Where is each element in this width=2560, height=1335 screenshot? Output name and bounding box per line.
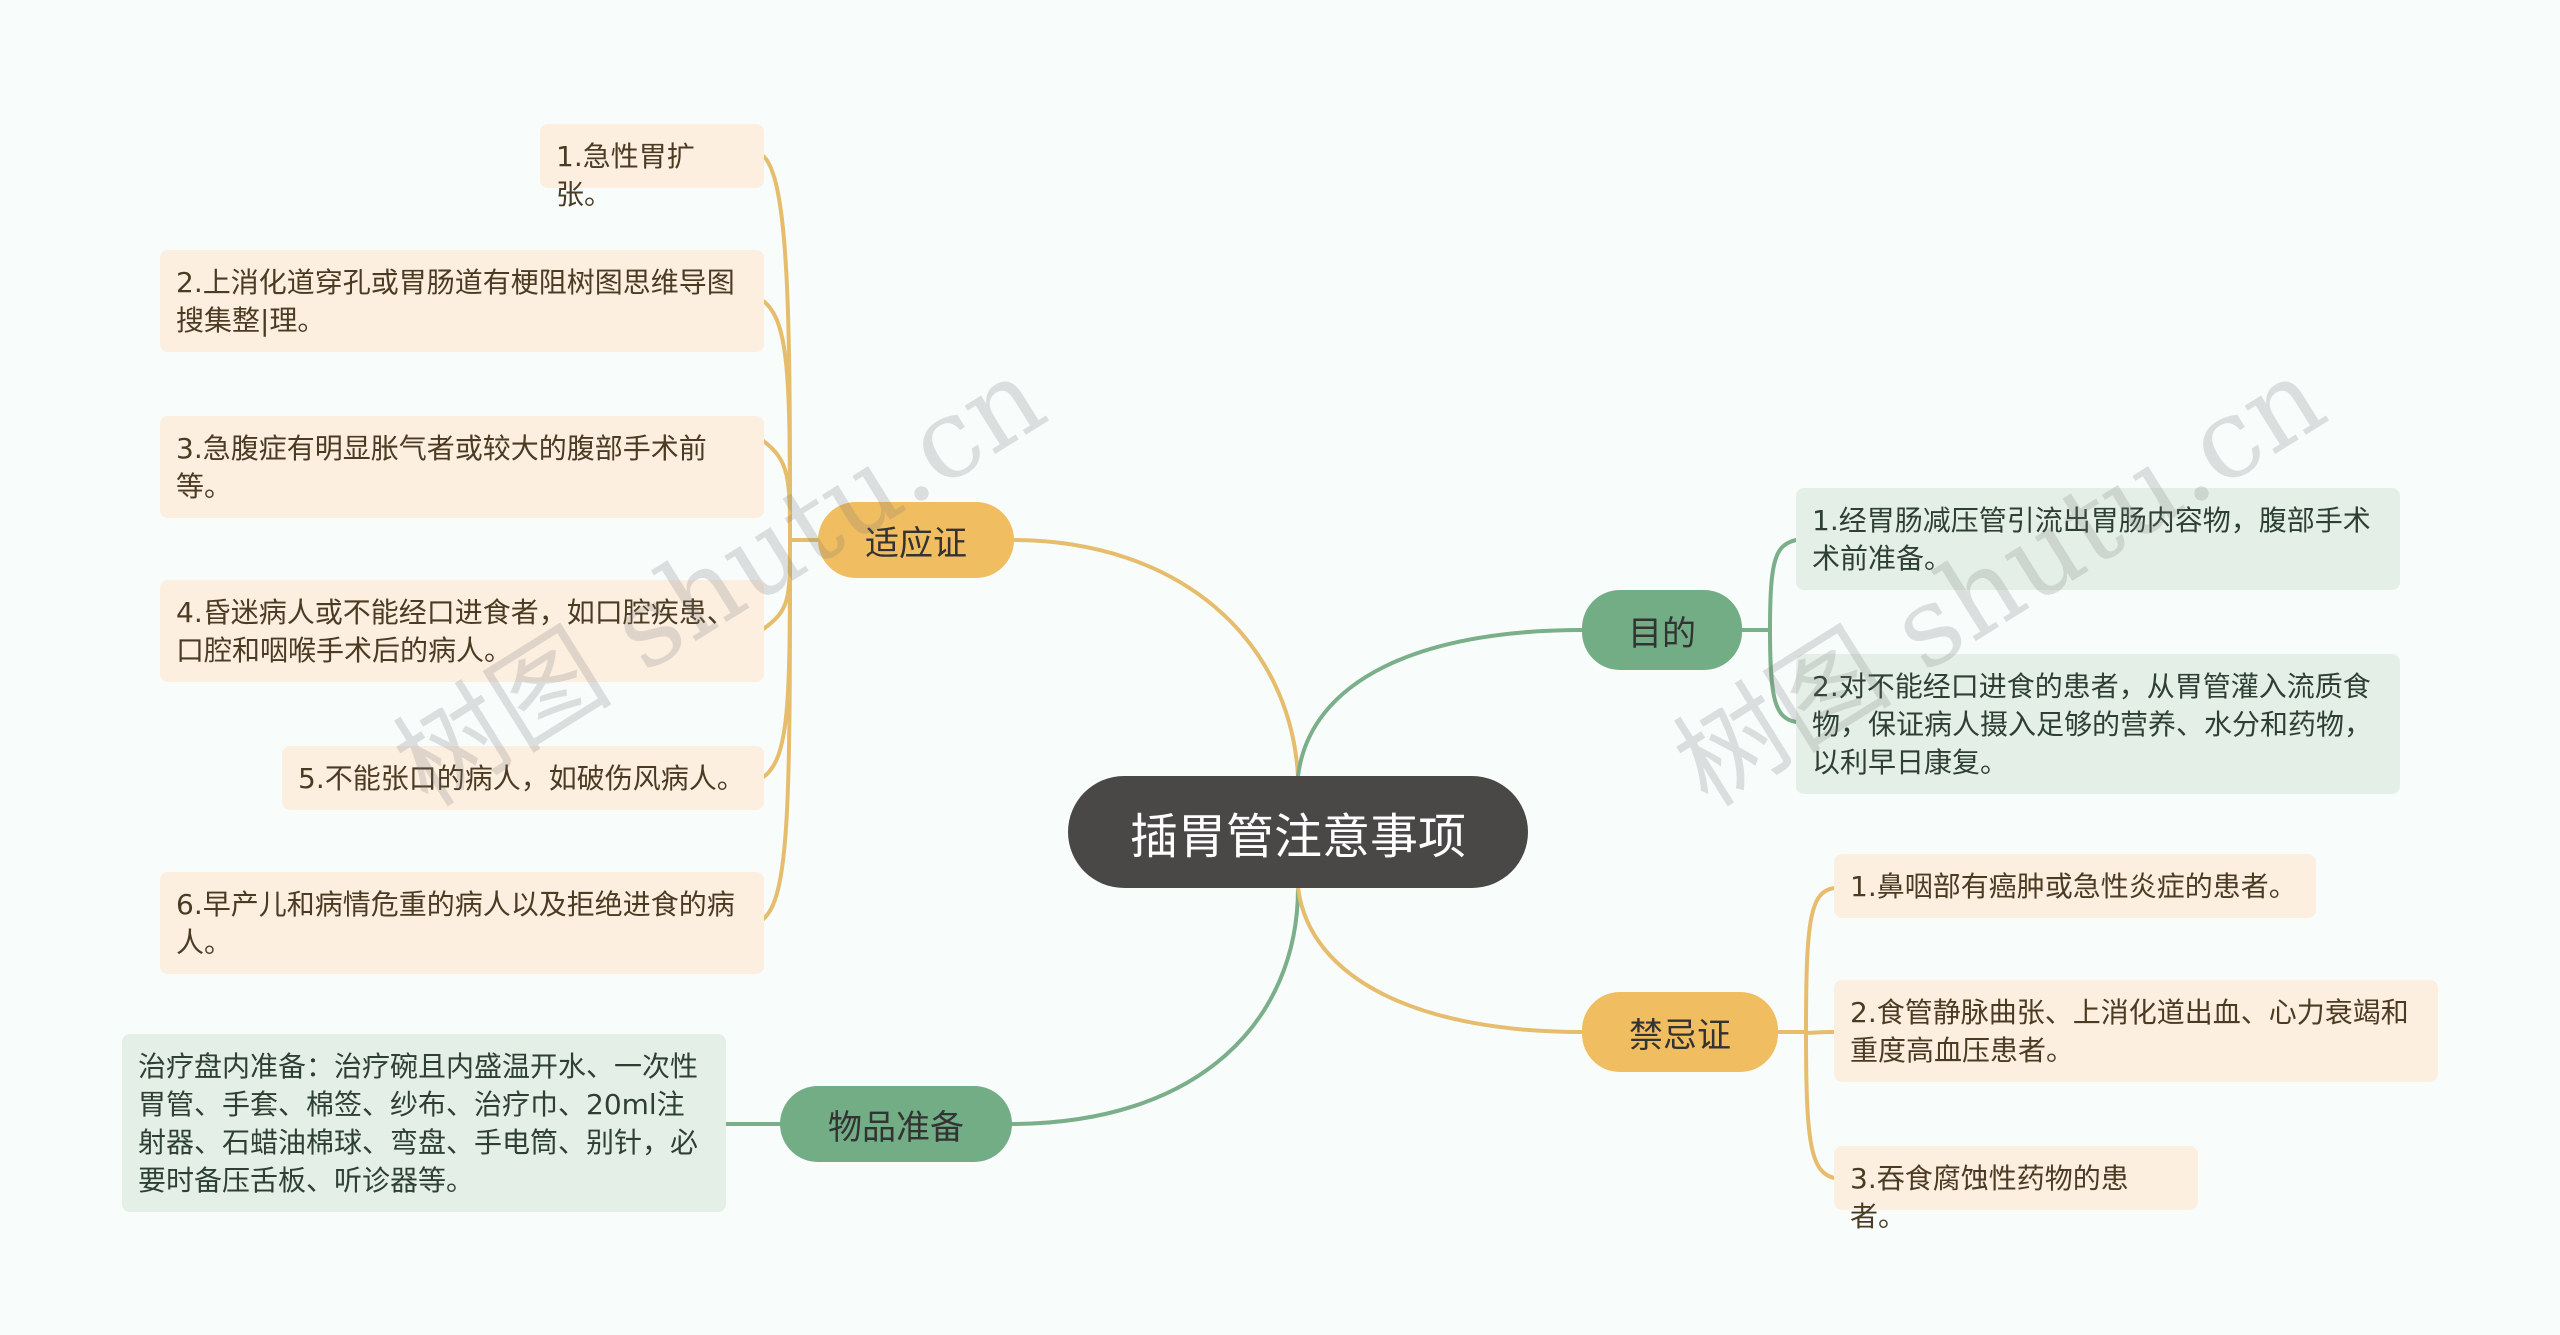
indication-item[interactable]: 5.不能张口的病人，如破伤风病人。 (282, 746, 764, 810)
link-con-1 (1804, 886, 1836, 1034)
branch-supplies[interactable]: 物品准备 (780, 1086, 1012, 1162)
link-root-indications (1010, 538, 1300, 778)
indication-item[interactable]: 2.上消化道穿孔或胃肠道有梗阻树图思维导图搜集整|理。 (160, 250, 764, 352)
link-root-purpose (1296, 628, 1584, 778)
link-ind-6 (760, 538, 792, 922)
branch-purpose[interactable]: 目的 (1582, 590, 1742, 670)
link-ind-5 (760, 538, 792, 780)
purpose-item[interactable]: 1.经胃肠减压管引流出胃肠内容物，腹部手术术前准备。 (1796, 488, 2400, 590)
link-con-2 (1804, 1030, 1836, 1035)
link-pur-1 (1768, 538, 1798, 632)
contraindication-item[interactable]: 3.吞食腐蚀性药物的患者。 (1834, 1146, 2198, 1233)
link-pur-2 (1768, 628, 1798, 724)
branch-contraindications[interactable]: 禁忌证 (1582, 992, 1778, 1072)
contraindication-item[interactable]: 1.鼻咽部有癌肿或急性炎症的患者。 (1834, 854, 2316, 918)
indication-item[interactable]: 1.急性胃扩张。 (540, 124, 764, 211)
link-root-supplies (1008, 886, 1300, 1126)
indication-item[interactable]: 6.早产儿和病情危重的病人以及拒绝进食的病人。 (160, 872, 764, 974)
purpose-item[interactable]: 2.对不能经口进食的患者，从胃管灌入流质食物，保证病人摄入足够的营养、水分和药物… (1796, 654, 2400, 794)
link-ind-3 (760, 438, 792, 542)
indication-item[interactable]: 3.急腹症有明显胀气者或较大的腹部手术前等。 (160, 416, 764, 518)
branch-indications[interactable]: 适应证 (818, 502, 1014, 578)
link-ind-2 (760, 298, 792, 542)
root-node[interactable]: 插胃管注意事项 (1068, 776, 1528, 888)
indication-item[interactable]: 4.昏迷病人或不能经口进食者，如口腔疾患、口腔和咽喉手术后的病人。 (160, 580, 764, 682)
supplies-item[interactable]: 治疗盘内准备：治疗碗且内盛温开水、一次性胃管、手套、棉签、纱布、治疗巾、20ml… (122, 1034, 726, 1212)
link-root-contraindications (1296, 886, 1584, 1034)
link-con-3 (1804, 1030, 1836, 1180)
contraindication-item[interactable]: 2.食管静脉曲张、上消化道出血、心力衰竭和重度高血压患者。 (1834, 980, 2438, 1082)
link-ind-4 (760, 538, 792, 632)
